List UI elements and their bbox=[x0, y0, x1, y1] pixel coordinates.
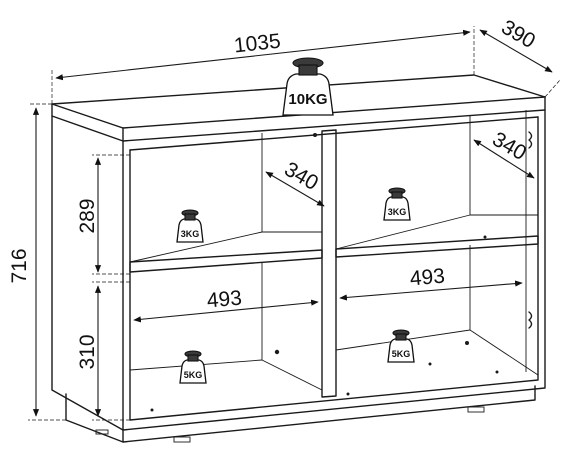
height-label: 716 bbox=[8, 248, 31, 283]
weight-lower-right: 5KG bbox=[387, 329, 415, 363]
dimension-depth-left: 340 bbox=[265, 158, 325, 207]
width-left-label: 493 bbox=[206, 287, 243, 313]
weight-upper-left: 3KG bbox=[176, 209, 204, 243]
depth-right-label: 340 bbox=[488, 128, 530, 165]
foot bbox=[173, 436, 191, 443]
weight-lower-right-label: 5KG bbox=[392, 349, 411, 359]
width-right-label: 493 bbox=[409, 265, 446, 291]
depth-left-label: 340 bbox=[280, 158, 322, 195]
weight-top-label: 10KG bbox=[288, 91, 327, 108]
foot bbox=[467, 406, 485, 413]
inner-opening bbox=[129, 116, 539, 421]
weight-lower-left: 5KG bbox=[179, 350, 207, 384]
weight-top: 10KG bbox=[282, 57, 334, 116]
shelf-right bbox=[335, 235, 539, 258]
dimension-width-left: 493 bbox=[133, 287, 319, 323]
dimension-upper-height: 289 bbox=[76, 154, 130, 275]
cabinet-plinth bbox=[65, 385, 536, 443]
dimension-width: 1035 bbox=[51, 26, 475, 104]
dimension-depth-right: 340 bbox=[473, 128, 535, 179]
lower-height-label: 310 bbox=[76, 334, 99, 369]
cabinet-left-side bbox=[51, 115, 124, 431]
center-divider bbox=[321, 129, 337, 398]
depth-label: 390 bbox=[497, 16, 539, 53]
weight-upper-right-label: 3KG bbox=[388, 207, 407, 217]
weight-upper-right: 3KG bbox=[383, 187, 411, 221]
cabinet bbox=[51, 74, 546, 443]
dimension-height: 716 bbox=[8, 103, 66, 421]
weight-upper-left-label: 3KG bbox=[181, 229, 200, 239]
shelf-left bbox=[129, 249, 323, 273]
cabinet-front bbox=[122, 109, 546, 431]
width-label: 1035 bbox=[233, 30, 282, 58]
dimension-width-right: 493 bbox=[339, 265, 523, 301]
dimension-depth: 390 bbox=[479, 16, 561, 98]
weight-lower-left-label: 5KG bbox=[184, 370, 203, 380]
hinge-icon bbox=[528, 311, 533, 329]
dimension-lower-height: 310 bbox=[76, 281, 130, 421]
upper-height-label: 289 bbox=[76, 198, 99, 233]
foot bbox=[95, 429, 109, 435]
